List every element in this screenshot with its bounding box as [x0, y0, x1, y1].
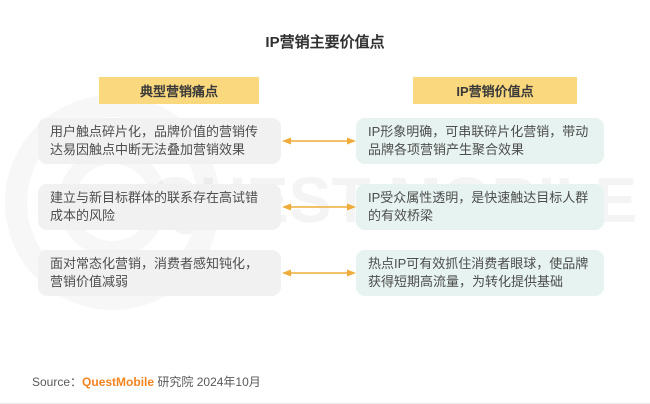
value-point-box-2: IP受众属性透明，是快速触达目标人群的有效桥梁: [356, 184, 604, 230]
right-column-header-badge: IP营销价值点: [413, 77, 577, 104]
mapping-row-2: 建立与新目标群体的联系存在高试错成本的风险 IP受众属性透明，是快速触达目标人群…: [38, 184, 604, 230]
source-line: Source：QuestMobile 研究院 2024年10月: [32, 373, 261, 390]
pain-point-box-1: 用户触点碎片化，品牌价值的营销传达易因触点中断无法叠加营销效果: [38, 118, 281, 164]
source-label: Source：: [32, 375, 83, 389]
value-point-box-3: 热点IP可有效抓住消费者眼球，使品牌获得短期高流量，为转化提供基础: [356, 250, 604, 296]
mapping-row-3: 面对常态化营销，消费者感知钝化，营销价值减弱 热点IP可有效抓住消费者眼球，使品…: [38, 250, 604, 296]
source-suffix: 研究院 2024年10月: [154, 375, 261, 389]
pain-point-box-2: 建立与新目标群体的联系存在高试错成本的风险: [38, 184, 281, 230]
mapping-row-1: 用户触点碎片化，品牌价值的营销传达易因触点中断无法叠加营销效果 IP形象明确，可…: [38, 118, 604, 164]
brand-name: QuestMobile: [82, 375, 155, 389]
pain-point-box-3: 面对常态化营销，消费者感知钝化，营销价值减弱: [38, 250, 281, 296]
page-title: IP营销主要价值点: [265, 34, 385, 51]
value-point-box-1: IP形象明确，可串联碎片化营销，带动品牌各项营销产生聚合效果: [356, 118, 604, 164]
left-column-header-badge: 典型营销痛点: [99, 77, 259, 104]
double-arrow-icon: [281, 135, 356, 147]
double-arrow-icon: [281, 201, 356, 213]
double-arrow-icon: [281, 267, 356, 279]
